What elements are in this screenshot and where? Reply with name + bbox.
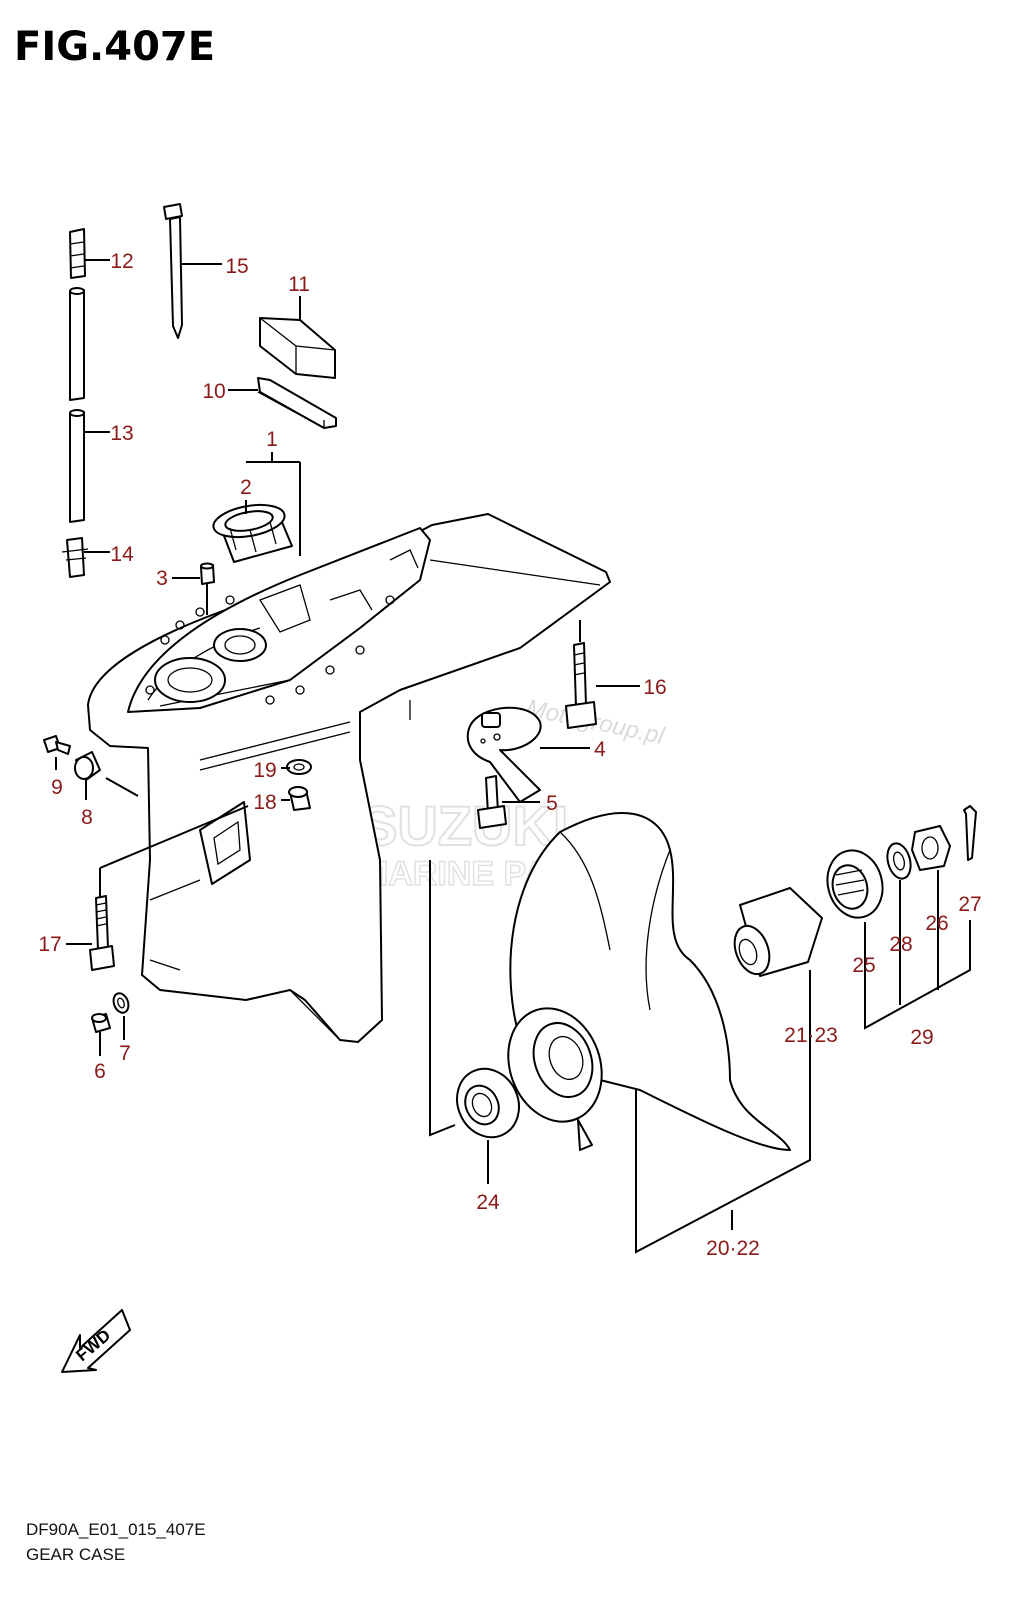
callout-15: 15 <box>225 255 248 278</box>
callout-12: 12 <box>110 250 133 273</box>
callout-28: 28 <box>889 933 912 956</box>
part-4-trim-tab <box>466 706 542 803</box>
part-6-plug <box>91 1013 111 1033</box>
watermark-suzuki: SUZUKI <box>360 794 568 857</box>
callout-4: 4 <box>594 738 606 761</box>
callout-19: 19 <box>253 759 276 782</box>
callout-10: 10 <box>202 380 225 403</box>
part-28-washer <box>886 842 912 880</box>
callout-3: 3 <box>156 567 168 590</box>
part-19-washer <box>286 759 312 775</box>
part-8-anode <box>74 751 101 781</box>
part-16-bolt <box>565 642 597 729</box>
callout-16: 16 <box>643 676 666 699</box>
leader-lines <box>55 259 971 1254</box>
callout-26: 26 <box>925 912 948 935</box>
callout-9: 9 <box>51 776 63 799</box>
callout-21-23: 21·23 <box>784 1024 838 1047</box>
part-13-hose <box>69 287 85 523</box>
callout-17: 17 <box>38 933 61 956</box>
part-25-spacer <box>826 849 884 919</box>
callout-5: 5 <box>546 792 558 815</box>
part-9-bolt <box>43 735 71 755</box>
figure-code: DF90A_E01_015_407E <box>26 1520 206 1539</box>
gear-case-housing <box>87 513 611 1043</box>
part-24-thrust-washer <box>456 1067 520 1139</box>
part-7-gasket <box>112 992 130 1014</box>
part-10-angle-strip <box>257 377 337 429</box>
part-15-cable-tie <box>163 203 183 339</box>
callout-labels: 1 2 3 4 5 6 7 8 9 10 11 12 13 14 15 16 1… <box>38 250 981 1260</box>
callout-1: 1 <box>266 428 278 451</box>
callout-20-22: 20·22 <box>706 1237 760 1260</box>
callout-27: 27 <box>958 893 981 916</box>
callout-25: 25 <box>852 954 875 977</box>
part-26-castle-nut <box>911 825 951 871</box>
part-5-bolt <box>477 775 507 829</box>
part-3-dowel-pin <box>200 562 215 585</box>
callout-13: 13 <box>110 422 133 445</box>
part-2-needle-bearing <box>212 503 293 563</box>
part-18-nut <box>288 786 311 811</box>
callout-6: 6 <box>94 1060 106 1083</box>
part-27-cotter-pin <box>963 805 977 861</box>
callout-11: 11 <box>288 273 310 296</box>
callout-8: 8 <box>81 806 93 829</box>
callout-2: 2 <box>240 476 252 499</box>
part-11-rubber-block <box>259 317 336 379</box>
callout-29: 29 <box>910 1026 933 1049</box>
callout-7: 7 <box>119 1042 131 1065</box>
part-17-bolt <box>89 895 115 971</box>
part-21-bush <box>733 887 823 977</box>
part-14-fitting <box>61 537 89 578</box>
callout-24: 24 <box>476 1191 500 1214</box>
part-12-hose-fitting <box>69 228 86 279</box>
fwd-arrow: FWD <box>61 1309 131 1373</box>
callout-18: 18 <box>253 791 276 814</box>
figure-caption: GEAR CASE <box>26 1545 126 1564</box>
part-20-propeller <box>507 812 791 1151</box>
callout-14: 14 <box>110 543 134 566</box>
figure-title: FIG.407E <box>14 24 216 70</box>
